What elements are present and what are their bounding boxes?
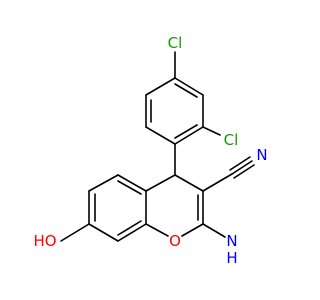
ring-oxygen-label: O (169, 232, 181, 250)
cl-top-label: Cl (168, 34, 183, 52)
atom-labels: Cl Cl N O HO N H (33, 34, 267, 267)
hydroxyl-label: HO (33, 232, 56, 250)
nitrile-n-label: N (256, 146, 267, 164)
molecule-structure: Cl Cl N O HO N H (33, 34, 267, 267)
cl-right-label: Cl (224, 131, 239, 149)
amino-n-label: N (226, 232, 237, 250)
amino-h-label: H (226, 249, 237, 267)
bond-lines (60, 51, 255, 242)
